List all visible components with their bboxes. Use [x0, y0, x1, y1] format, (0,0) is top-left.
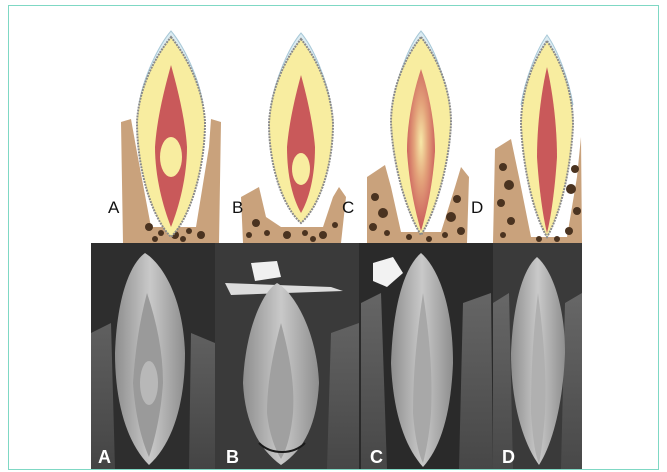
cbct-image-row [91, 243, 582, 469]
cbct-image-a [91, 243, 215, 469]
diagram-label-a: A [108, 198, 119, 218]
apical-opening-b [292, 153, 310, 185]
cbct-label-b: B [226, 447, 239, 468]
diagram-label-b: B [232, 198, 243, 218]
tooth-diagram-d [493, 35, 582, 243]
tooth-diagram-b [241, 33, 346, 243]
tooth-schematic-row [91, 27, 582, 243]
diagram-label-d: D [471, 198, 483, 218]
cbct-label-d: D [502, 447, 515, 468]
tooth-diagram-a [121, 31, 221, 243]
diagram-label-c: C [342, 198, 354, 218]
tooth-diagram-c [367, 31, 469, 243]
cbct-image-c [359, 243, 493, 469]
cbct-image-d [493, 243, 582, 469]
cbct-image-b [215, 243, 359, 469]
apical-opening-a [160, 137, 182, 177]
cbct-label-c: C [370, 447, 383, 468]
cbct-label-a: A [98, 447, 111, 468]
